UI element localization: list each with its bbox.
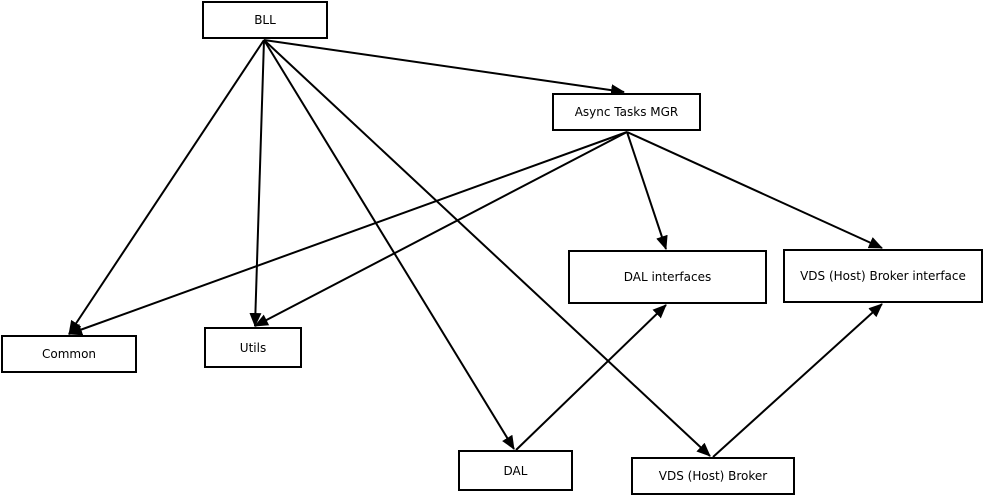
node-utils[interactable]: Utils: [204, 327, 302, 368]
node-vds-broker-label: VDS (Host) Broker: [658, 469, 768, 483]
node-async-tasks-mgr[interactable]: Async Tasks MGR: [552, 93, 701, 131]
edge-vds-broker-to-vds-broker-interface: [712, 303, 883, 458]
node-vds-broker-interface-label: VDS (Host) Broker interface: [800, 269, 966, 283]
edge-async-to-vds-broker-interface: [626, 131, 883, 249]
edge-bll-to-common: [68, 39, 265, 335]
node-vds-broker-interface[interactable]: VDS (Host) Broker interface: [783, 249, 983, 303]
node-dal[interactable]: DAL: [458, 450, 573, 491]
node-bll-label: BLL: [254, 13, 276, 27]
node-async-tasks-mgr-label: Async Tasks MGR: [574, 105, 679, 119]
node-bll[interactable]: BLL: [202, 1, 328, 39]
edge-bll-to-async-tasks-mgr: [263, 39, 625, 97]
edge-dal-to-dal-interfaces: [515, 304, 667, 451]
node-vds-broker[interactable]: VDS (Host) Broker: [631, 457, 795, 495]
node-dal-interfaces[interactable]: DAL interfaces: [568, 250, 767, 304]
edge-async-to-utils: [254, 131, 628, 327]
node-utils-label: Utils: [239, 340, 267, 355]
node-common-label: Common: [41, 347, 97, 361]
node-common[interactable]: Common: [1, 335, 137, 373]
edge-bll-to-dal: [263, 39, 515, 450]
edge-async-to-common: [68, 131, 628, 336]
node-dal-interfaces-label: DAL interfaces: [623, 270, 712, 284]
edge-bll-to-vds-broker: [263, 39, 711, 457]
edge-async-to-dal-interfaces: [626, 131, 668, 250]
node-dal-label: DAL: [503, 463, 528, 478]
edge-bll-to-utils: [249, 39, 265, 327]
